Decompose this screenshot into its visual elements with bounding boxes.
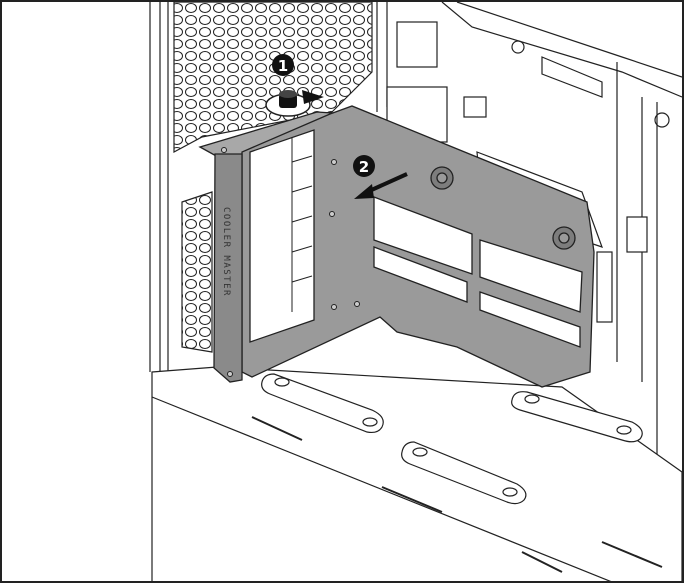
mesh-vent-side: [181, 191, 213, 353]
vertical-gpu-bracket[interactable]: [198, 105, 595, 388]
slide-direction-arrow-icon: [354, 172, 408, 199]
step-badge-1: 1: [272, 54, 294, 76]
step-badge-2: 2: [353, 155, 375, 177]
psu-shroud: [151, 366, 682, 581]
step-number: 2: [359, 158, 369, 176]
svg-text:COOLER MASTER: COOLER MASTER: [221, 207, 231, 297]
thumbscrew[interactable]: [265, 90, 311, 117]
floor-slot: [511, 391, 643, 443]
floor-slot: [261, 373, 384, 434]
cooler-master-logo: COOLER MASTER: [221, 207, 231, 297]
mesh-vent-top: [173, 2, 373, 154]
step-number: 1: [278, 57, 288, 75]
rotate-arrow-icon: [302, 90, 324, 104]
floor-slot: [401, 441, 527, 505]
